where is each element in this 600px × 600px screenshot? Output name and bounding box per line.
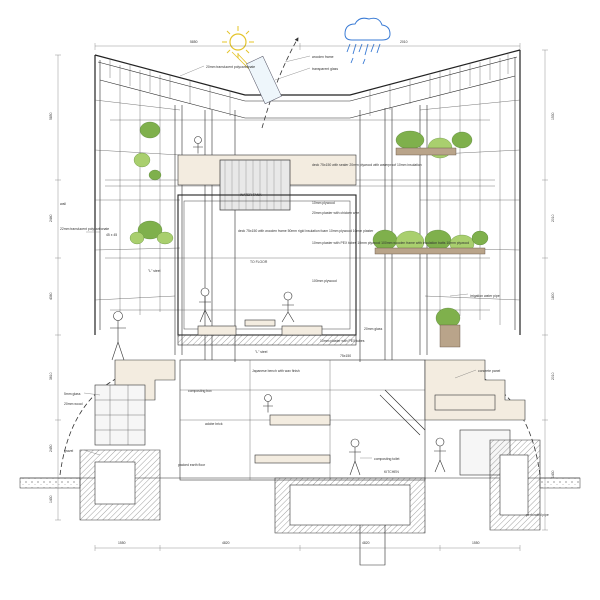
dim-label: 2010 [400, 40, 408, 44]
ground-fill [539, 477, 581, 489]
lower-level [79, 359, 541, 566]
envelope-right [419, 50, 521, 335]
dim-label: 1800 [551, 292, 555, 300]
right-dimension-chain [542, 49, 548, 531]
dim-label: 1550 [472, 541, 480, 545]
annotation-glass-20: 20mm glass [364, 327, 383, 331]
dim-label: 1430 [551, 470, 555, 478]
annotation-plywood-100: 100mm plywood [312, 279, 337, 283]
annotation-plaster-chicken: 20mm plaster with chicken wire [312, 211, 359, 215]
person-figure [199, 287, 212, 323]
plants-left [129, 121, 174, 245]
annotation-roof-left: 20mm translucent polycarbonate [206, 65, 255, 69]
annotation-l-steel-mid: "L" steel [255, 350, 268, 354]
bottom-dimension-chain: 1550 4820 4820 1550 [94, 541, 521, 551]
envelope-left [94, 55, 181, 335]
dim-label: 2450 [49, 444, 53, 452]
annotation-deck-spec-right: deck 75x150 with sealer 20mm plywood wit… [312, 163, 422, 167]
annotation-plywood-10: 10mm plywood [312, 201, 335, 205]
dim-label: 2010 [551, 214, 555, 222]
annotation-wooden-frame: wooden frame [312, 55, 334, 59]
dim-label: 4820 [222, 541, 230, 545]
dim-label: 1430 [49, 495, 53, 503]
top-dimension-labels: 5850 2010 [190, 40, 408, 44]
annotation-gravel: gravel [64, 449, 73, 453]
annotation-frame-size: 45 x 45 [106, 233, 117, 237]
dim-label: 2010 [551, 372, 555, 380]
dim-label: 3610 [49, 372, 53, 380]
timber-frame [105, 105, 495, 362]
person-figure [110, 311, 126, 361]
annotations: 20mm translucent polycarbonate wooden fr… [60, 55, 549, 517]
left-dimension-labels: 5850 2440 4360 3610 2450 1430 [49, 112, 53, 503]
plants-right [372, 130, 489, 329]
plant-pots [374, 147, 486, 348]
airflow-arrow-icon [261, 37, 299, 129]
annotation-perforated-pipe: perforated pipe [526, 513, 549, 517]
person-figure [263, 394, 273, 413]
annotation-composting-toilet: composting toilet [374, 457, 400, 461]
rain-cloud-icon [344, 17, 391, 65]
person-figure [193, 136, 203, 154]
annotation-transparent-glass: transparent glass [312, 67, 338, 71]
annotation-ceiling: TO FLOOR [250, 260, 268, 264]
annotation-wall: wall [60, 202, 66, 206]
annotation-wood-20: 20mm wood [64, 402, 83, 406]
left-dimension-chain [55, 54, 61, 521]
dim-label: 2440 [49, 214, 53, 222]
dim-label: 1530 [551, 112, 555, 120]
dim-label: 5850 [190, 40, 198, 44]
annotation-adobe-brick: adobe brick [205, 422, 223, 426]
annotation-irrigation: irrigation water pipe [470, 294, 500, 298]
annotation-composting-box: composting box [188, 389, 212, 393]
person-figure [434, 437, 446, 473]
top-dimension-line [94, 43, 521, 50]
person-figure [281, 291, 295, 323]
dim-label: 4820 [362, 541, 370, 545]
person-figure [349, 438, 361, 476]
annotation-l-steel: "L" steel [148, 269, 161, 273]
right-dimension-labels: 1530 2010 1800 2010 1430 [551, 112, 555, 478]
annotation-deck-spec: deck 75x150 with wooden frame 50mm rigid… [238, 229, 374, 233]
ground-fill [19, 477, 81, 489]
central-core: WATER TANK [177, 154, 357, 346]
dim-label: 4360 [49, 292, 53, 300]
annotation-packed-earth: packed earth floor [178, 463, 206, 467]
leader-lines [83, 55, 477, 459]
annotation-steel-75: 75x150 [340, 354, 351, 358]
annotation-soil-5mm: 5mm glass [64, 392, 81, 396]
annotation-wall-material: 22mm translucent polycarbonate [60, 227, 109, 231]
annotation-concrete-panel: concrete panel [478, 369, 500, 373]
annotation-plaster-pex: 10mm plaster with PEX tubes 10mm plywood… [312, 241, 469, 245]
dim-label: 5850 [49, 112, 53, 120]
dim-label: 1550 [118, 541, 126, 545]
annotation-kitchen: KITCHEN [384, 470, 399, 474]
roof-structure [94, 49, 521, 119]
annotation-japanese-bench: Japanese bench with wax finish [252, 369, 300, 373]
annotation-floor-pex: 10mm plaster with PEX tubes [320, 339, 365, 343]
